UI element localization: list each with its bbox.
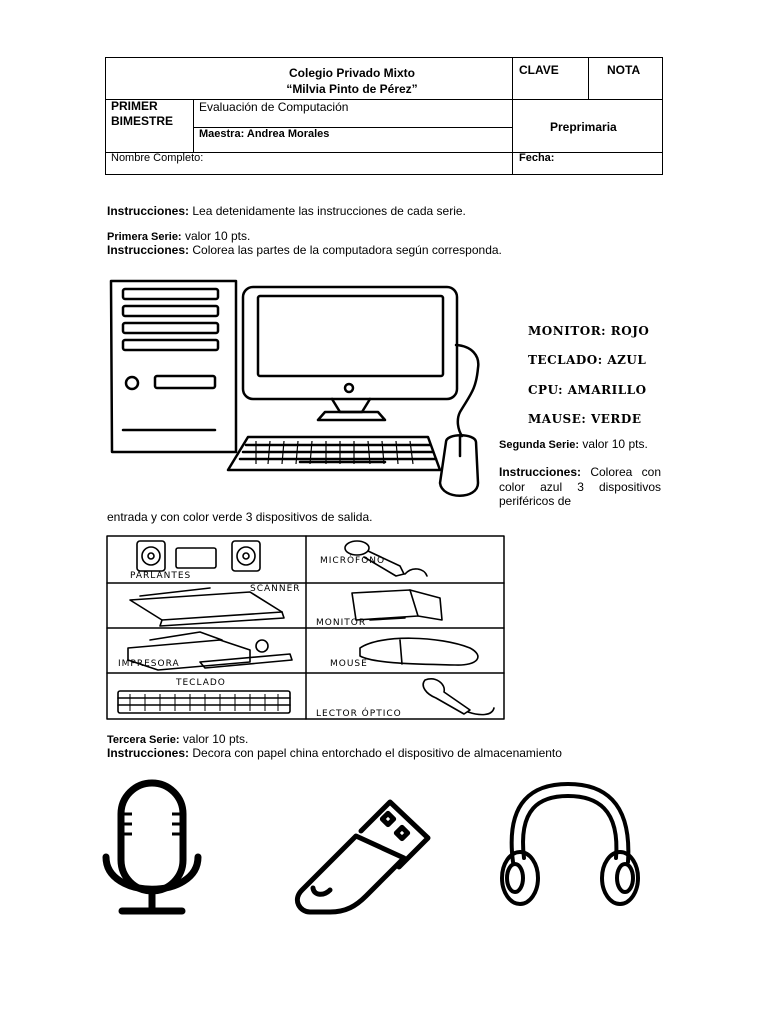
serie1-instr-text: Colorea las partes de la computadora seg… bbox=[189, 243, 502, 257]
divider bbox=[105, 152, 663, 153]
serie3-value: valor 10 pts. bbox=[179, 732, 249, 746]
device-label-scanner: SCANNER bbox=[250, 584, 301, 594]
printer-icon bbox=[127, 631, 293, 671]
date-field-label: Fecha: bbox=[519, 152, 555, 164]
serie2-title: Segunda Serie: bbox=[499, 439, 580, 451]
serie1-title: Primera Serie: bbox=[107, 231, 182, 243]
serie2-instr-label: Instrucciones: bbox=[499, 465, 582, 479]
usb-drive-icon bbox=[295, 799, 431, 915]
serie3-instr-text: Decora con papel china entorchado el dis… bbox=[189, 746, 562, 760]
keyboard-icon bbox=[226, 435, 442, 472]
serie2-instr-text-a: Colorea con color azul 3 dispositivos pe… bbox=[499, 465, 661, 508]
device-label-microphone: MICRÓFONO bbox=[320, 556, 386, 566]
color-key-keyboard: TECLADO: AZUL bbox=[528, 353, 647, 367]
name-field-label: Nombre Completo: bbox=[111, 152, 204, 164]
instr-label: Instrucciones: bbox=[107, 204, 190, 218]
microphone-icon bbox=[102, 779, 202, 915]
school-line-2: “Milvia Pinto de Pérez” bbox=[286, 82, 418, 96]
mouse-device-icon bbox=[359, 637, 479, 666]
period-label: PRIMER BIMESTRE bbox=[111, 99, 174, 128]
device-label-speakers: PARLANTES bbox=[130, 571, 192, 581]
school-name: Colegio Privado Mixto “Milvia Pinto de P… bbox=[105, 65, 599, 97]
headphones-icon bbox=[500, 782, 640, 906]
divider bbox=[512, 57, 513, 175]
serie3-heading: Tercera Serie: valor 10 pts. bbox=[107, 732, 248, 748]
serie3-title: Tercera Serie: bbox=[107, 734, 180, 746]
serie2-value: valor 10 pts. bbox=[579, 437, 648, 451]
device-label-keyboard: TECLADO bbox=[176, 678, 226, 688]
serie3-instructions: Instrucciones: Decora con papel china en… bbox=[107, 746, 562, 761]
mouse-icon bbox=[438, 434, 480, 497]
school-line-1: Colegio Privado Mixto bbox=[288, 66, 415, 80]
level-label: Preprimaria bbox=[550, 120, 617, 134]
keyboard-device-icon bbox=[117, 690, 291, 714]
scanner-icon bbox=[129, 587, 285, 627]
cpu-tower-icon bbox=[109, 279, 238, 454]
microphone-device-icon bbox=[344, 540, 428, 577]
serie2-instructions: Instrucciones: Colorea con color azul 3 … bbox=[499, 465, 661, 509]
speakers-icon bbox=[136, 540, 261, 572]
general-instructions: Instrucciones: Lea detenidamente las ins… bbox=[107, 204, 466, 219]
barcode-reader-icon bbox=[422, 678, 495, 716]
serie2-instructions-cont: entrada y con color verde 3 dispositivos… bbox=[107, 510, 373, 524]
serie1-heading: Primera Serie: valor 10 pts. bbox=[107, 229, 250, 245]
header-table bbox=[105, 57, 663, 175]
device-label-printer: IMPRESORA bbox=[118, 659, 180, 669]
teacher-name: Maestra: Andrea Morales bbox=[199, 128, 330, 140]
serie1-instructions: Instrucciones: Colorea las partes de la … bbox=[107, 243, 502, 258]
monitor-icon bbox=[241, 285, 459, 401]
clave-label: CLAVE bbox=[519, 63, 559, 77]
color-key-mouse: MAUSE: VERDE bbox=[528, 412, 642, 426]
divider bbox=[588, 57, 589, 99]
divider bbox=[193, 99, 194, 152]
serie1-instr-label: Instrucciones: bbox=[107, 243, 190, 257]
divider bbox=[105, 99, 663, 100]
color-key-cpu: CPU: AMARILLO bbox=[528, 383, 647, 397]
device-label-monitor: MONITOR bbox=[316, 618, 367, 628]
divider bbox=[193, 127, 512, 128]
nota-label: NOTA bbox=[607, 63, 641, 77]
evaluation-title: Evaluación de Computación bbox=[199, 100, 349, 114]
color-key-monitor: MONITOR: ROJO bbox=[528, 324, 650, 338]
serie1-value: valor 10 pts. bbox=[181, 229, 251, 243]
device-label-barcode-reader: LECTOR ÓPTICO bbox=[316, 709, 402, 719]
device-label-mouse: MOUSE bbox=[330, 659, 368, 669]
instr-text: Lea detenidamente las instrucciones de c… bbox=[189, 204, 466, 218]
serie3-instr-label: Instrucciones: bbox=[107, 746, 190, 760]
serie2-heading: Segunda Serie: valor 10 pts. bbox=[499, 437, 661, 453]
monitor-device-icon bbox=[351, 589, 443, 621]
